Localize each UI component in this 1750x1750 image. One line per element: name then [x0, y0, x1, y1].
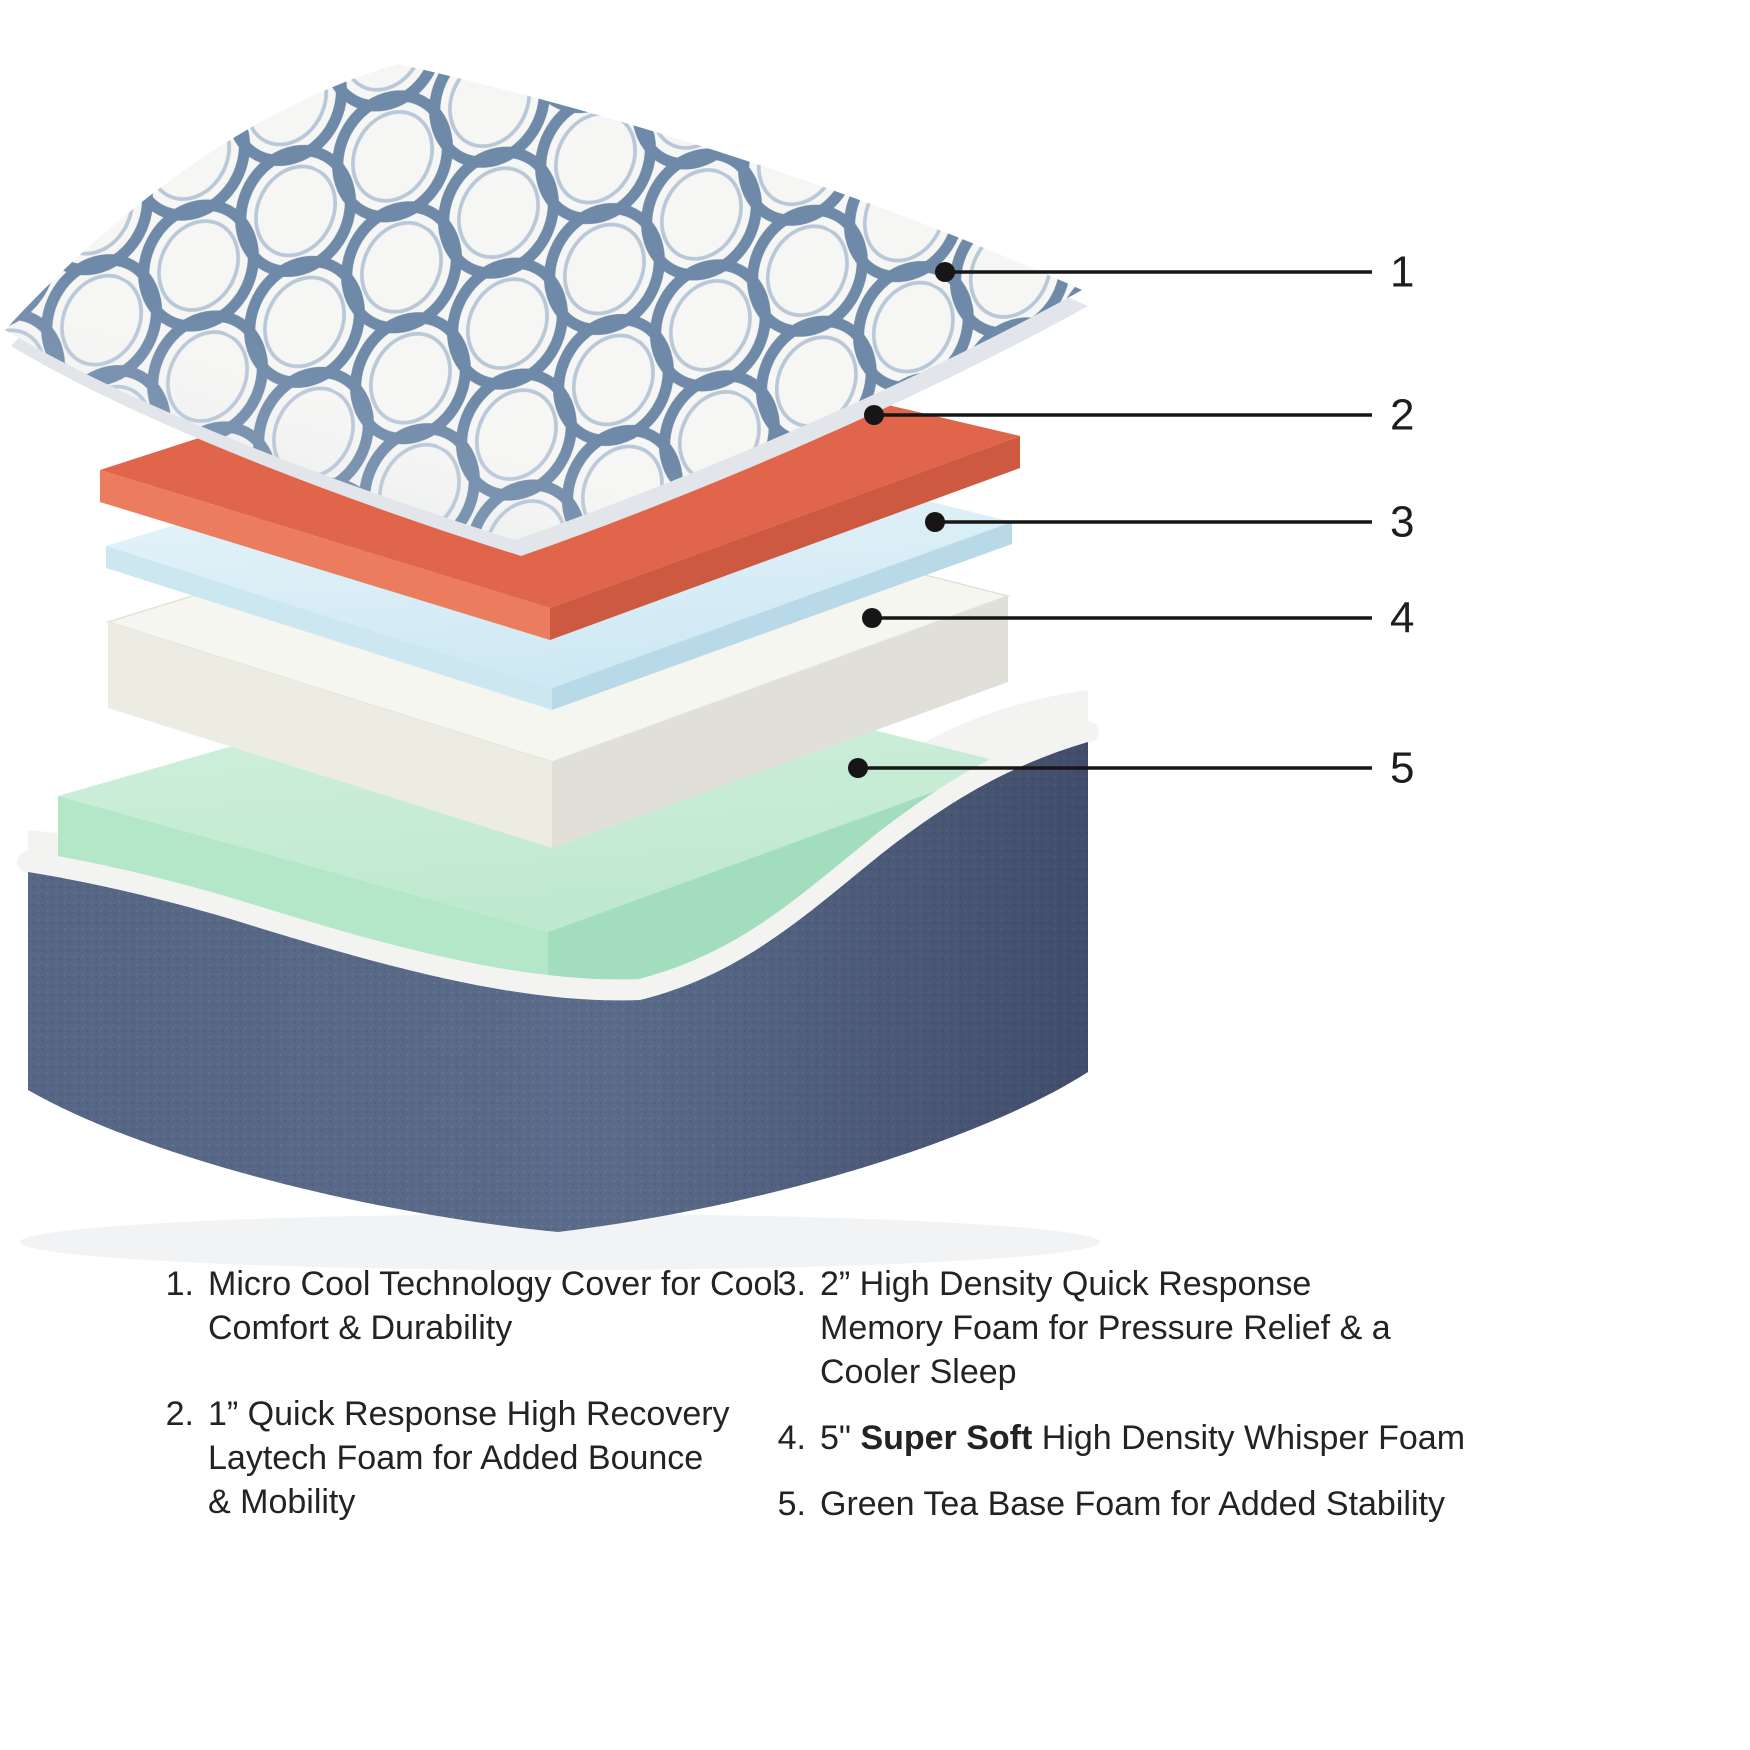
- legend-item-3-text: 2” High Density Quick Response Memory Fo…: [820, 1262, 1391, 1394]
- whisper-foam-right-face: [552, 596, 1008, 848]
- legend-item-1-number: 1.: [165, 1265, 194, 1303]
- legend-item-2: 2. 1” Quick Response High Recovery Layte…: [148, 1392, 780, 1524]
- legend-line: & Mobility: [208, 1483, 356, 1521]
- memory-foam-left-face: [106, 546, 552, 710]
- legend-column-right: 3. 2” High Density Quick Response Memory…: [760, 1262, 1465, 1548]
- callouts: 1 2 3 4 5: [848, 248, 1414, 793]
- callout-number-4: 4: [1390, 594, 1414, 643]
- legend-item-3-number: 3.: [777, 1265, 806, 1303]
- legend-line: Laytech Foam for Added Bounce: [208, 1439, 704, 1477]
- legend-line: 1” Quick Response High Recovery: [208, 1395, 730, 1433]
- callout-number-2: 2: [1390, 391, 1414, 440]
- legend-item-3: 3. 2” High Density Quick Response Memory…: [760, 1262, 1465, 1394]
- legend-line: 5" Super Soft High Density Whisper Foam: [820, 1416, 1465, 1460]
- legend-line: Green Tea Base Foam for Added Stability: [820, 1485, 1445, 1523]
- callout-number-3: 3: [1390, 498, 1414, 547]
- base-cover-shading: [28, 742, 1088, 1232]
- legend-text-pre: 5": [820, 1419, 861, 1457]
- callout-2: 2: [864, 391, 1414, 440]
- legend-column-left: 1. Micro Cool Technology Cover for Cool …: [148, 1262, 780, 1566]
- mattress-base-cover: [28, 742, 1088, 1232]
- base-cover-lining-lip: [17, 721, 1099, 1002]
- callout-dot-2: [864, 405, 884, 425]
- callout-5: 5: [848, 744, 1414, 793]
- callout-dot-5: [848, 758, 868, 778]
- legend-line: Comfort & Durability: [208, 1309, 513, 1347]
- laytech-foam-right-face: [550, 436, 1020, 640]
- legend-line: Cooler Sleep: [820, 1353, 1017, 1391]
- ground-shadow: [20, 1214, 1100, 1270]
- callout-dot-1: [935, 262, 955, 282]
- callout-3: 3: [925, 498, 1414, 547]
- legend-item-4-number: 4.: [777, 1419, 806, 1457]
- legend-line: 2” High Density Quick Response: [820, 1265, 1312, 1303]
- callout-4: 4: [862, 594, 1414, 643]
- legend-line: Memory Foam for Pressure Relief & a: [820, 1309, 1391, 1347]
- memory-foam-right-face: [552, 522, 1012, 710]
- legend-item-5-number: 5.: [777, 1485, 806, 1523]
- layer-cover: [5, 64, 1088, 556]
- legend-item-4: 4. 5" Super Soft High Density Whisper Fo…: [760, 1416, 1465, 1460]
- legend-text-post: High Density Whisper Foam: [1032, 1419, 1466, 1457]
- callout-number-1: 1: [1390, 248, 1414, 297]
- laytech-foam-left-face: [100, 470, 550, 640]
- callout-1: 1: [935, 248, 1414, 297]
- legend-item-5: 5. Green Tea Base Foam for Added Stabili…: [760, 1482, 1465, 1526]
- legend-item-5-text: Green Tea Base Foam for Added Stability: [820, 1482, 1445, 1526]
- legend-item-4-text: 5" Super Soft High Density Whisper Foam: [820, 1416, 1465, 1460]
- legend-item-2-text: 1” Quick Response High Recovery Laytech …: [208, 1392, 730, 1524]
- legend-item-1: 1. Micro Cool Technology Cover for Cool …: [148, 1262, 780, 1350]
- callout-number-5: 5: [1390, 744, 1414, 793]
- callout-dot-4: [862, 608, 882, 628]
- legend-text-bold: Super Soft: [860, 1419, 1033, 1457]
- cover-shading: [5, 64, 1082, 540]
- legend-item-1-text: Micro Cool Technology Cover for Cool Com…: [208, 1262, 780, 1350]
- legend-item-2-number: 2.: [165, 1395, 194, 1433]
- whisper-foam-left-face: [108, 622, 552, 848]
- legend-line: Micro Cool Technology Cover for Cool: [208, 1265, 780, 1303]
- callout-dot-3: [925, 512, 945, 532]
